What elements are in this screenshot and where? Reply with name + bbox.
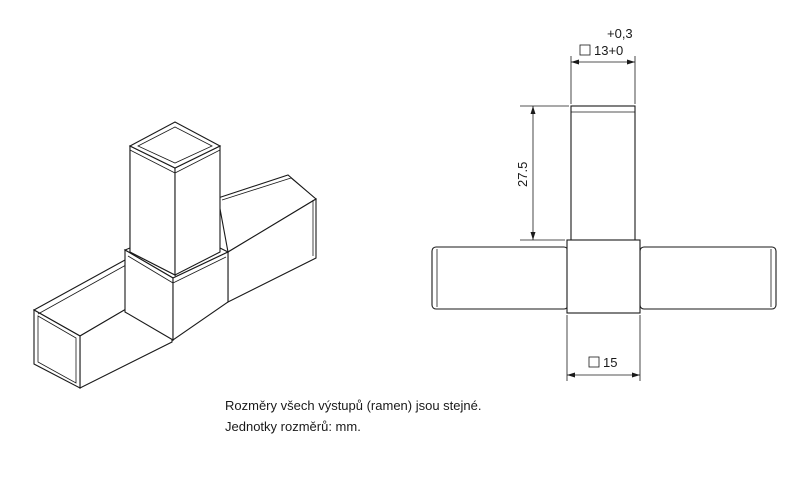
dim-top-width: 13+0 +0,3 xyxy=(570,26,636,104)
dim-bottom-width: 15 xyxy=(566,315,641,381)
iso-right-arm xyxy=(217,174,317,303)
tolerance-label: +0,3 xyxy=(607,26,633,41)
height-label: 27.5 xyxy=(515,162,530,187)
ortho-top-arm xyxy=(570,105,636,243)
square-dimension-icon xyxy=(579,44,591,56)
iso-top-arm xyxy=(128,121,222,277)
square-dimension-icon xyxy=(588,356,600,368)
bottom-width-label: 15 xyxy=(603,355,617,370)
ortho-hub xyxy=(566,239,641,314)
note-line-2: Jednotky rozměrů: mm. xyxy=(225,419,361,434)
isometric-t-connector xyxy=(32,121,317,389)
ortho-right-arm xyxy=(639,246,777,310)
orthographic-t-connector: 13+0 +0,3 27.5 15 xyxy=(431,26,777,381)
top-width-label: 13+0 xyxy=(594,43,623,58)
note-line-1: Rozměry všech výstupů (ramen) jsou stejn… xyxy=(225,398,482,413)
dim-height: 27.5 xyxy=(515,105,569,241)
ortho-left-arm xyxy=(431,246,569,310)
